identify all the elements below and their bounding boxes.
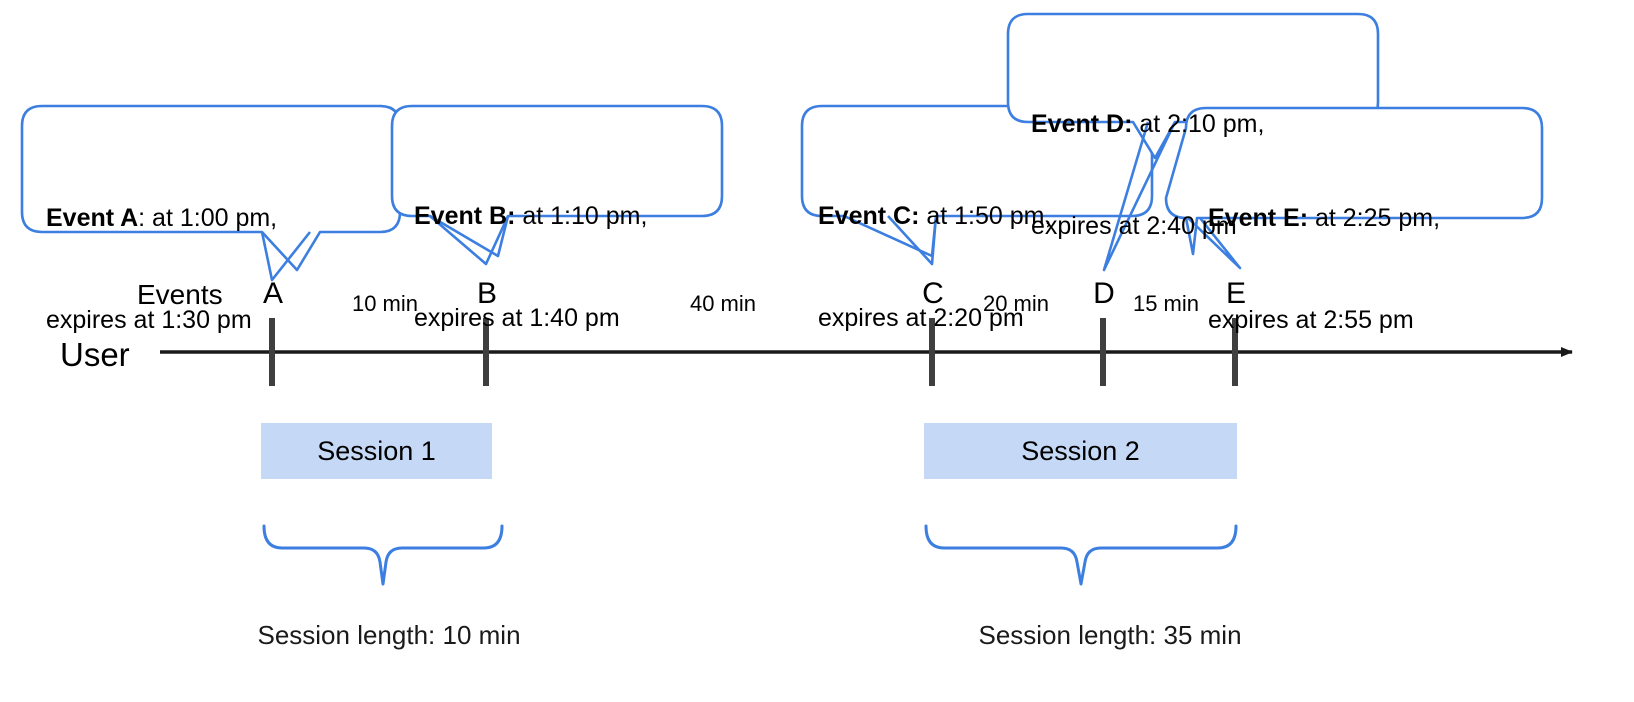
session-2-brace <box>924 524 1238 586</box>
session-1-bar: Session 1 <box>261 423 492 479</box>
axis-row-label-user: User <box>60 336 130 373</box>
callout-b-shape <box>390 104 724 266</box>
session-2-label: Session 2 <box>1021 435 1140 466</box>
events-row-label: Events <box>137 279 223 310</box>
callout-a-shape <box>20 104 402 282</box>
session-1-label: Session 1 <box>317 435 436 466</box>
tick-label-b: B <box>476 277 498 310</box>
tick-label-c: C <box>922 277 944 310</box>
gap-label-d-e: 15 min <box>1132 291 1200 316</box>
tick-label-e: E <box>1225 277 1247 310</box>
gap-label-a-b: 10 min <box>351 291 419 316</box>
gap-label-c-d: 20 min <box>982 291 1050 316</box>
session-2-length-label: Session length: 35 min <box>978 620 1242 650</box>
session-1-length-label: Session length: 10 min <box>257 620 521 650</box>
callout-e-shape <box>1164 106 1544 270</box>
gap-label-b-c: 40 min <box>689 291 757 316</box>
session-1-brace <box>262 524 504 586</box>
session-2-bar: Session 2 <box>924 423 1237 479</box>
callout-c-shape <box>800 104 1154 266</box>
tick-label-a: A <box>262 277 284 310</box>
tick-label-d: D <box>1093 277 1115 310</box>
